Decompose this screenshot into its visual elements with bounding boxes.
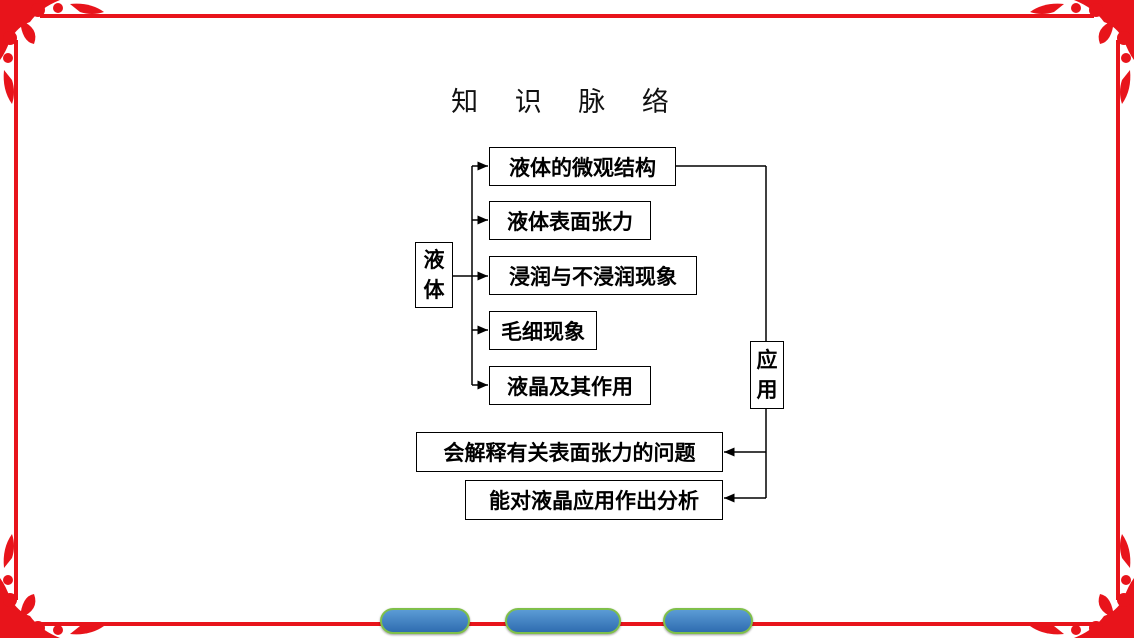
- ornament-corner-icon: [0, 0, 104, 104]
- node-outcome-liquid-crystal: 能对液晶应用作出分析: [465, 480, 723, 520]
- nav-button-2[interactable]: [505, 608, 621, 634]
- node-application: 应 用: [750, 341, 784, 409]
- frame-right-line: [1116, 40, 1120, 600]
- frame-left-line: [14, 40, 18, 600]
- node-branch-microstructure: 液体的微观结构: [489, 147, 676, 186]
- node-root-char-2: 体: [423, 278, 445, 302]
- node-branch-wetting: 浸润与不浸润现象: [489, 256, 697, 295]
- frame-top-line: [40, 14, 1094, 18]
- nav-button-3[interactable]: [663, 608, 753, 634]
- node-branch-capillarity: 毛细现象: [489, 311, 597, 350]
- node-application-char-1: 应: [756, 348, 778, 372]
- ornament-corner-icon: [0, 534, 104, 638]
- ornament-corner-icon: [1030, 0, 1134, 104]
- ornament-corner-icon: [1030, 534, 1134, 638]
- node-application-char-2: 用: [756, 378, 778, 402]
- page-title: 知 识 脉 络: [451, 87, 683, 118]
- node-root-char-1: 液: [423, 248, 445, 272]
- node-branch-liquid-crystal: 液晶及其作用: [489, 366, 651, 405]
- node-root: 液 体: [415, 242, 453, 308]
- nav-button-1[interactable]: [380, 608, 470, 634]
- node-outcome-surface-tension: 会解释有关表面张力的问题: [416, 432, 723, 472]
- node-branch-surface-tension: 液体表面张力: [489, 201, 651, 240]
